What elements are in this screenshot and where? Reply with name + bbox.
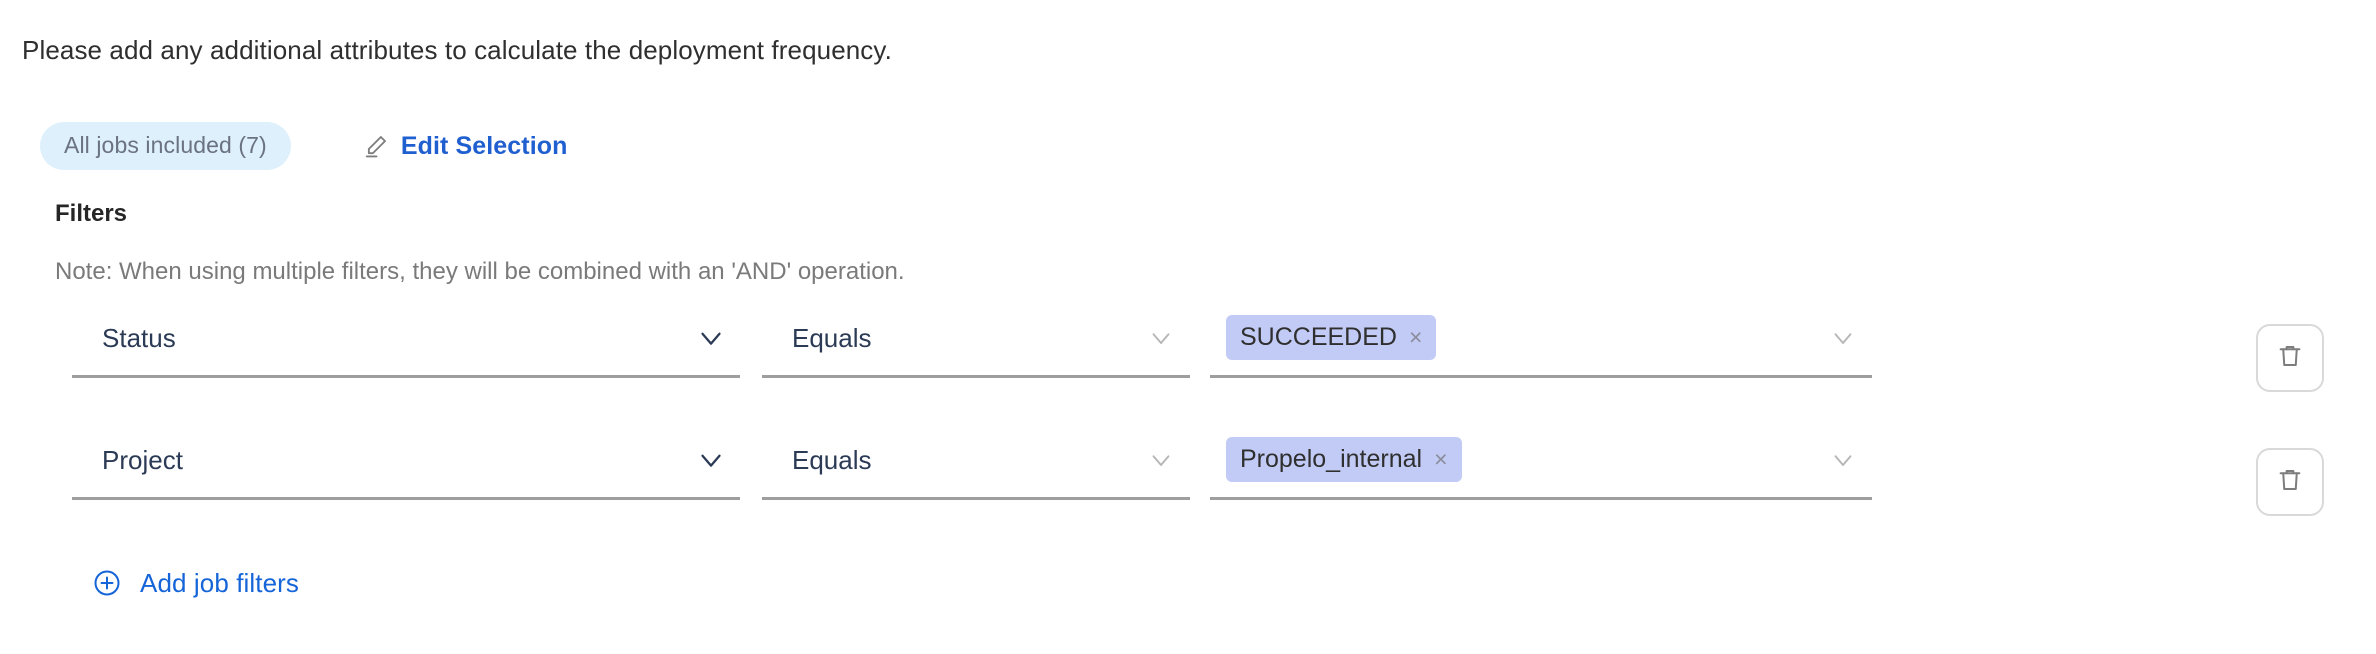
value-chip-label: SUCCEEDED — [1240, 323, 1397, 351]
filter-attribute-value: Project — [102, 444, 183, 475]
trash-icon — [2275, 341, 2305, 376]
value-chip[interactable]: SUCCEEDED × — [1226, 315, 1437, 360]
chevron-down-icon — [1144, 321, 1178, 355]
close-icon[interactable]: × — [1408, 323, 1423, 350]
filter-attribute-value: Status — [102, 322, 176, 353]
trash-icon — [2275, 465, 2305, 500]
value-chip-label: Propelo_internal — [1240, 445, 1423, 473]
delete-filter-button[interactable] — [2256, 324, 2324, 392]
filter-row: Project Equals Propelo_internal × — [0, 422, 2376, 502]
filter-operator-select[interactable]: Equals — [762, 422, 1190, 500]
filter-operator-value: Equals — [792, 444, 872, 475]
filter-values-chips: SUCCEEDED × — [1226, 315, 1437, 360]
filter-row: Status Equals SUCCEEDED × — [0, 300, 2376, 380]
chevron-down-icon — [1826, 321, 1860, 355]
filter-operator-value: Equals — [792, 322, 872, 353]
chevron-down-icon — [694, 443, 728, 477]
add-job-filters-button[interactable]: Add job filters — [92, 568, 299, 598]
chevron-down-icon — [1826, 443, 1860, 477]
edit-selection-button[interactable]: Edit Selection — [363, 133, 568, 159]
edit-selection-label: Edit Selection — [400, 131, 568, 160]
filter-operator-select[interactable]: Equals — [762, 300, 1190, 378]
chevron-down-icon — [1144, 443, 1178, 477]
add-job-filters-label: Add job filters — [140, 568, 300, 598]
delete-filter-button[interactable] — [2256, 448, 2324, 516]
filter-attribute-select[interactable]: Project — [72, 422, 740, 500]
chevron-down-icon — [694, 321, 728, 355]
filter-values-select[interactable]: Propelo_internal × — [1210, 422, 1872, 500]
filters-note: Note: When using multiple filters, they … — [55, 258, 905, 285]
value-chip[interactable]: Propelo_internal × — [1226, 437, 1462, 482]
filter-values-chips: Propelo_internal × — [1226, 437, 1462, 482]
jobs-included-pill: All jobs included (7) — [40, 122, 291, 170]
plus-circle-icon — [92, 568, 122, 598]
page-instruction: Please add any additional attributes to … — [22, 35, 892, 65]
filters-heading: Filters — [55, 200, 128, 227]
filter-attribute-select[interactable]: Status — [72, 300, 740, 378]
pencil-icon — [363, 133, 389, 159]
selection-row: All jobs included (7) Edit Selection — [40, 122, 568, 170]
filter-values-select[interactable]: SUCCEEDED × — [1210, 300, 1872, 378]
close-icon[interactable]: × — [1434, 445, 1448, 472]
